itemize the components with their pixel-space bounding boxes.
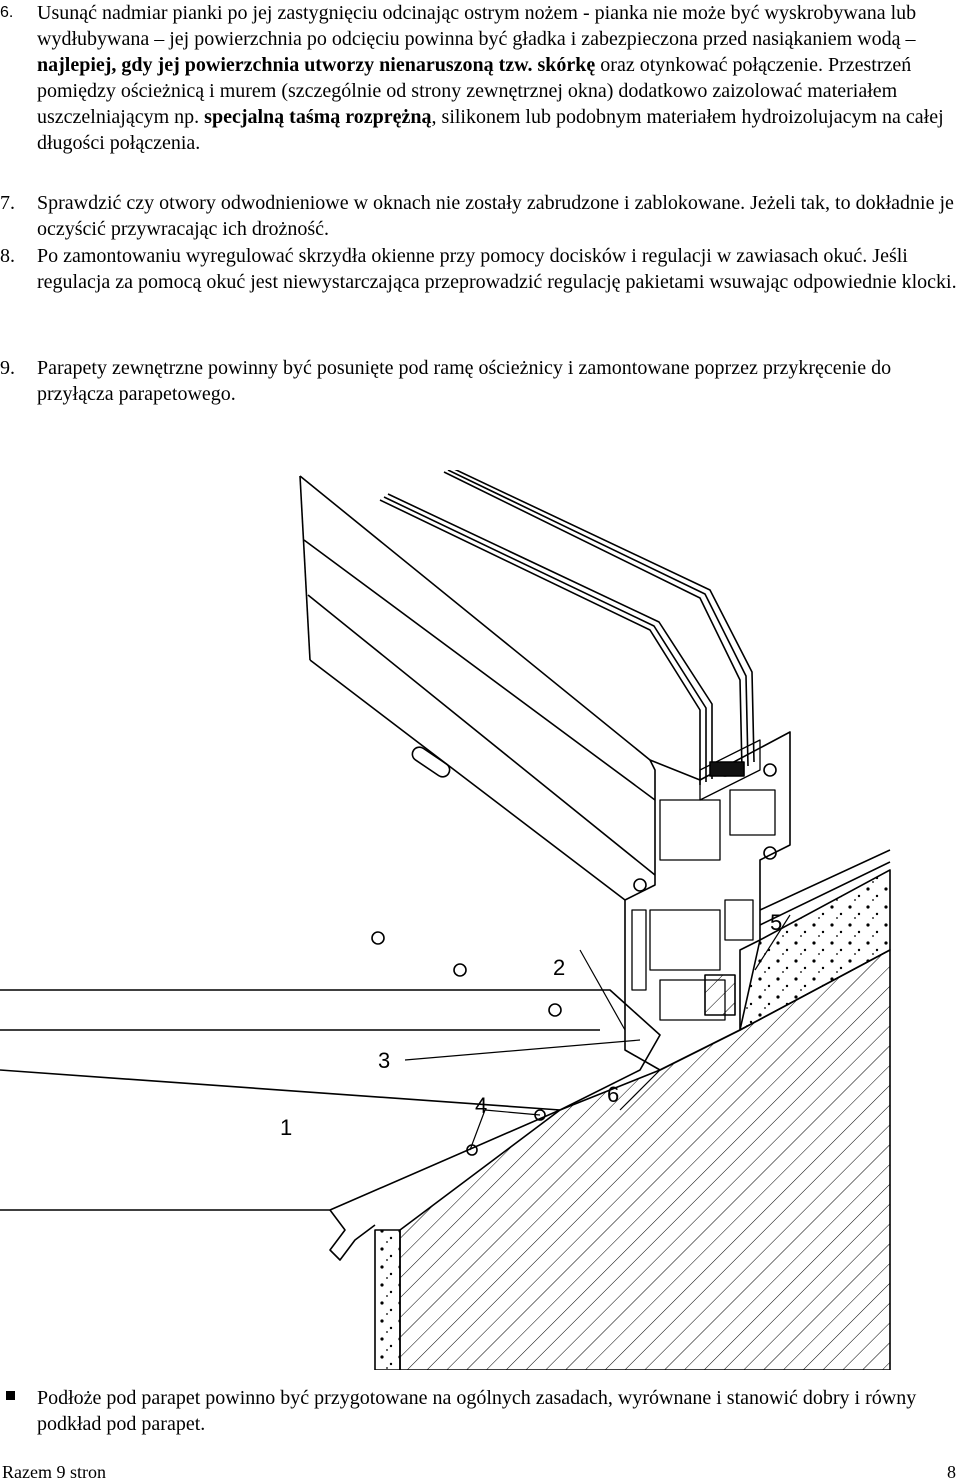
footer-page-number: 8 <box>947 1462 956 1482</box>
item-number: 9. <box>0 357 15 379</box>
item-text: Po zamontowaniu wyregulować skrzydła oki… <box>37 245 957 293</box>
list-item-9: 9. Parapety zewnętrzne powinny być posun… <box>0 355 958 407</box>
frame-body <box>299 475 656 901</box>
item-number: 7. <box>0 192 15 214</box>
item-text: Sprawdzić czy otwory odwodnieniowe w okn… <box>37 192 954 240</box>
bullet-paragraph: Podłoże pod parapet powinno być przygoto… <box>0 1385 958 1437</box>
expansion-tape <box>704 974 736 1016</box>
item-text: Parapety zewnętrzne powinny być posunięt… <box>37 357 892 405</box>
callout-3: 3 <box>378 1048 390 1073</box>
bullet-text: Podłoże pod parapet powinno być przygoto… <box>37 1387 917 1435</box>
bullet-square-icon <box>6 1391 15 1400</box>
glass-pane-outer <box>379 493 713 785</box>
window-sill-drip-edge <box>329 1209 376 1261</box>
callout-5: 5 <box>770 910 782 935</box>
callout-2: 2 <box>553 955 565 980</box>
emphasis-skin: najlepiej, gdy jej powierzchnia utworzy … <box>37 54 596 76</box>
callout-4: 4 <box>475 1093 487 1118</box>
wall-masonry <box>399 949 891 1370</box>
drainage-slot <box>411 746 451 778</box>
list-item-6: 6. Usunąć nadmiar pianki po jej zastygni… <box>0 0 958 156</box>
item-number: 6. <box>0 4 14 21</box>
window-sill-installation-drawing: 1 2 3 4 5 6 <box>0 470 891 1370</box>
callout-1: 1 <box>280 1115 292 1140</box>
glass-pane-inner <box>443 470 755 771</box>
emphasis-tape: specjalną taśmą rozprężną <box>204 106 432 128</box>
wall-front-plaster <box>374 1229 401 1370</box>
callout-6: 6 <box>607 1082 619 1107</box>
leader-lines <box>404 914 791 1151</box>
window-frame-profile <box>624 731 791 1071</box>
frame-chambers <box>631 739 776 1021</box>
footer-page-count: Razem 9 stron <box>2 1462 106 1482</box>
item-number: 8. <box>0 245 15 267</box>
item-text: Usunąć nadmiar pianki po jej zastygnięci… <box>37 2 944 154</box>
list-item-8: 8. Po zamontowaniu wyregulować skrzydła … <box>0 243 958 295</box>
list-item-7: 7. Sprawdzić czy otwory odwodnieniowe w … <box>0 190 958 242</box>
glazing-seal <box>709 761 745 777</box>
